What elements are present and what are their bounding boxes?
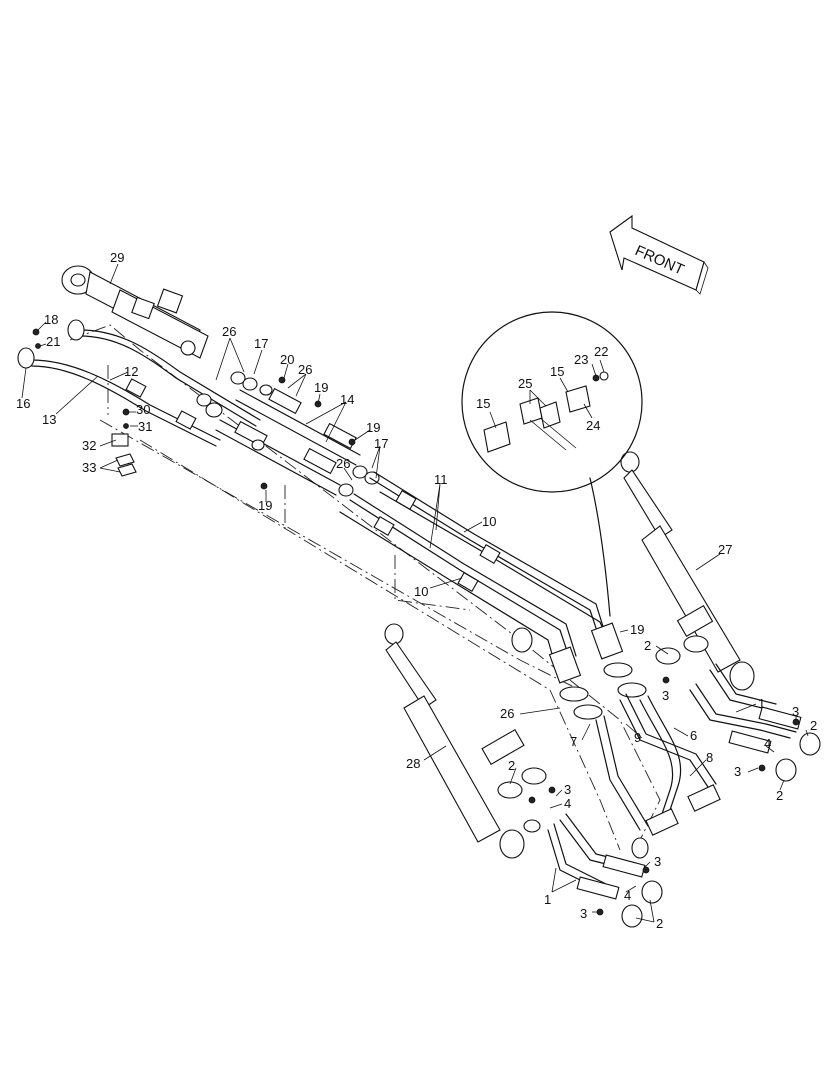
callout-20: 20 [280, 352, 294, 367]
callout-17: 17 [374, 436, 388, 451]
callout-33: 33 [82, 460, 96, 475]
callout-3: 3 [734, 764, 741, 779]
inset-callout-22: 22 [594, 344, 608, 359]
hose-14 [215, 387, 361, 496]
boom-cylinder-29 [61, 265, 209, 359]
callout-2: 2 [656, 916, 663, 931]
callout-2: 2 [810, 718, 817, 733]
callout-13: 13 [42, 412, 56, 427]
arm-cylinder-27 [620, 451, 755, 691]
callout-32: 32 [82, 438, 96, 453]
callout-2: 2 [776, 788, 783, 803]
front-direction-arrow: FRONT [609, 214, 709, 295]
callout-4: 4 [564, 796, 571, 811]
inset-callout-24: 24 [586, 418, 600, 433]
callout-9: 9 [634, 730, 641, 745]
callout-18: 18 [44, 312, 58, 327]
callout-4: 4 [764, 736, 771, 751]
callout-6: 6 [690, 728, 697, 743]
callout-26: 26 [222, 324, 236, 339]
callout-16: 16 [16, 396, 30, 411]
callout-27: 27 [718, 542, 732, 557]
inset-callout-15: 15 [476, 396, 490, 411]
callout-3: 3 [792, 704, 799, 719]
callout-3: 3 [580, 906, 587, 921]
callout-19: 19 [630, 622, 644, 637]
pipe-12 [17, 319, 261, 447]
inset-callout-15: 15 [550, 364, 564, 379]
hoses-1-right [655, 635, 821, 782]
hoses-1-lower [497, 767, 663, 928]
callout-8: 8 [706, 750, 713, 765]
callout-30: 30 [136, 402, 150, 417]
callout-4: 4 [624, 888, 631, 903]
callout-12: 12 [124, 364, 138, 379]
inset-callout-25: 25 [518, 376, 532, 391]
callout-26: 26 [298, 362, 312, 377]
callout-29: 29 [110, 250, 124, 265]
callout-3: 3 [654, 854, 661, 869]
pipes-10-11 [339, 471, 613, 669]
callout-1: 1 [758, 696, 765, 711]
leader-lines [21, 263, 809, 923]
lower-manifold-pipes [548, 622, 721, 859]
callout-26: 26 [500, 706, 514, 721]
callout-19: 19 [258, 498, 272, 513]
bucket-cylinder-28 [384, 623, 525, 859]
callout-10: 10 [414, 584, 428, 599]
callout-1: 1 [544, 892, 551, 907]
inset-detail-clamp [461, 311, 643, 617]
callout-26: 26 [336, 456, 350, 471]
callout-19: 19 [366, 420, 380, 435]
callout-3: 3 [564, 782, 571, 797]
fittings-upper [32, 328, 380, 497]
callout-14: 14 [340, 392, 354, 407]
callout-19: 19 [314, 380, 328, 395]
callout-2: 2 [508, 758, 515, 773]
callout-21: 21 [46, 334, 60, 349]
inset-callout-23: 23 [574, 352, 588, 367]
callout-2: 2 [644, 638, 651, 653]
callout-labels: 29 26 17 20 26 19 14 19 17 26 19 18 21 1… [16, 250, 817, 931]
callout-11: 11 [434, 472, 448, 487]
callout-31: 31 [138, 419, 152, 434]
callout-3: 3 [662, 688, 669, 703]
callout-17: 17 [254, 336, 268, 351]
callout-7: 7 [570, 734, 577, 749]
callout-28: 28 [406, 756, 420, 771]
callout-10: 10 [482, 514, 496, 529]
